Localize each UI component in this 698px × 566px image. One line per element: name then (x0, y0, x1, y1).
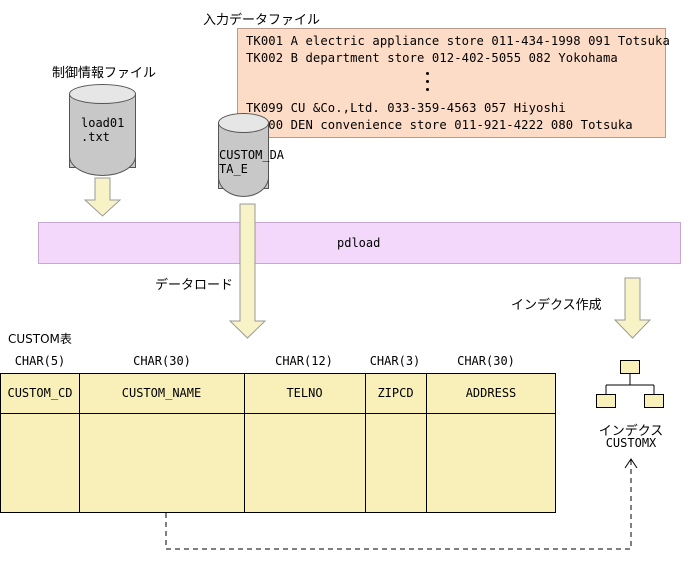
rdarea-name: CUSTOM_DA TA_E (219, 148, 285, 176)
data-load-label: データロード (155, 278, 234, 293)
column-type: CHAR(5) (14, 354, 66, 368)
data-record: TK100 DEN convenience store 011-921-4222… (246, 118, 633, 132)
dashed-link-arrowhead (624, 458, 638, 469)
input-data-file-box: TK001 A electric appliance store 011-434… (237, 28, 670, 138)
index-tree-root-node (620, 360, 640, 374)
control-file-cylinder: load01 .txt (69, 84, 136, 176)
column-type: CHAR(30) (457, 354, 515, 368)
index-create-label: インデクス作成 (511, 298, 602, 313)
column-header-custom-cd: CUSTOM_CD (7, 386, 73, 400)
rdarea-cylinder: CUSTOM_DA TA_E (218, 113, 284, 197)
arrow-data-load (228, 203, 267, 339)
input-data-file-title: 入力データファイル (203, 13, 321, 28)
data-record: TK002 B department store 012-402-5055 08… (246, 51, 618, 65)
column-header-telno: TELNO (286, 386, 323, 400)
index-tree-leaf-node (596, 394, 616, 408)
ellipsis-dots (426, 72, 430, 96)
control-file-title: 制御情報ファイル (52, 66, 157, 81)
data-record: TK001 A electric appliance store 011-434… (246, 34, 670, 48)
arrow-index-create (613, 277, 652, 339)
column-type: CHAR(12) (275, 354, 333, 368)
arrow-control-to-pdload (83, 177, 122, 217)
column-type: CHAR(3) (369, 354, 421, 368)
custom-table: CUSTOM_CD CUSTOM_NAME TELNO ZIPCD ADDRES… (0, 373, 556, 513)
index-tree-leaf-node (644, 394, 664, 408)
pdload-label: pdload (337, 236, 381, 250)
column-type: CHAR(30) (133, 354, 191, 368)
column-header-zipcd: ZIPCD (377, 386, 414, 400)
data-record: TK099 CU &Co.,Ltd. 033-359-4563 057 Hiyo… (246, 101, 566, 115)
column-header-custom-name: CUSTOM_NAME (121, 386, 202, 400)
table-title: CUSTOM表 (8, 332, 72, 346)
control-file-name: load01 .txt (81, 116, 125, 144)
pdload-utility-bar: pdload (38, 222, 681, 264)
index-name: CUSTOMX (605, 436, 657, 450)
index-label: インデクス (598, 424, 664, 439)
dashed-link-table-to-index (165, 460, 632, 550)
column-header-address: ADDRESS (465, 386, 517, 400)
